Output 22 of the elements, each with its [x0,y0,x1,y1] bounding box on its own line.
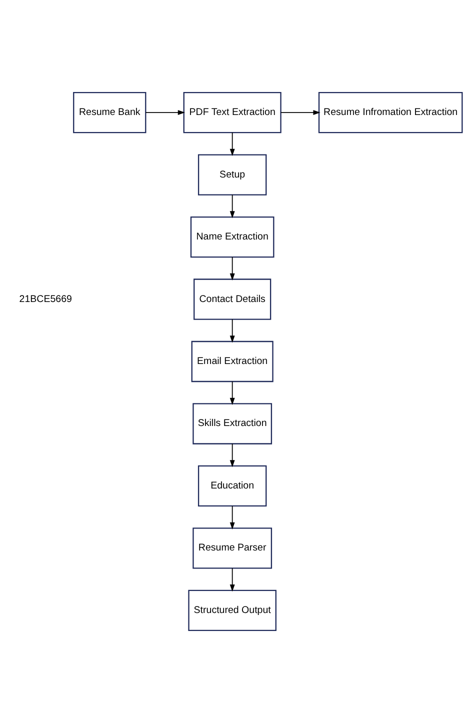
arrow [230,381,235,405]
arrow [230,256,235,281]
node-box: Name Extraction [190,216,274,258]
arrow [230,443,235,468]
arrow [280,110,320,116]
node-box: Setup [198,154,267,196]
label: 21BCE5669 [19,294,72,305]
node-box: Resume Bank [73,92,146,134]
arrow [230,318,235,343]
node-box: Skills Extraction [192,403,272,444]
node-box: Email Extraction [191,340,274,382]
arrow [230,568,235,592]
node-box: PDF Text Extraction [183,92,282,134]
node-box: Structured Output [188,590,276,632]
arrow [230,506,235,530]
node-box: Contact Details [194,278,272,320]
node-box: Resume Infromation Extraction [318,92,463,134]
arrow [145,110,186,116]
node-box: Education [198,465,267,507]
node-box: Resume Parser [192,528,272,569]
arrow [230,132,235,156]
arrow [230,194,235,218]
